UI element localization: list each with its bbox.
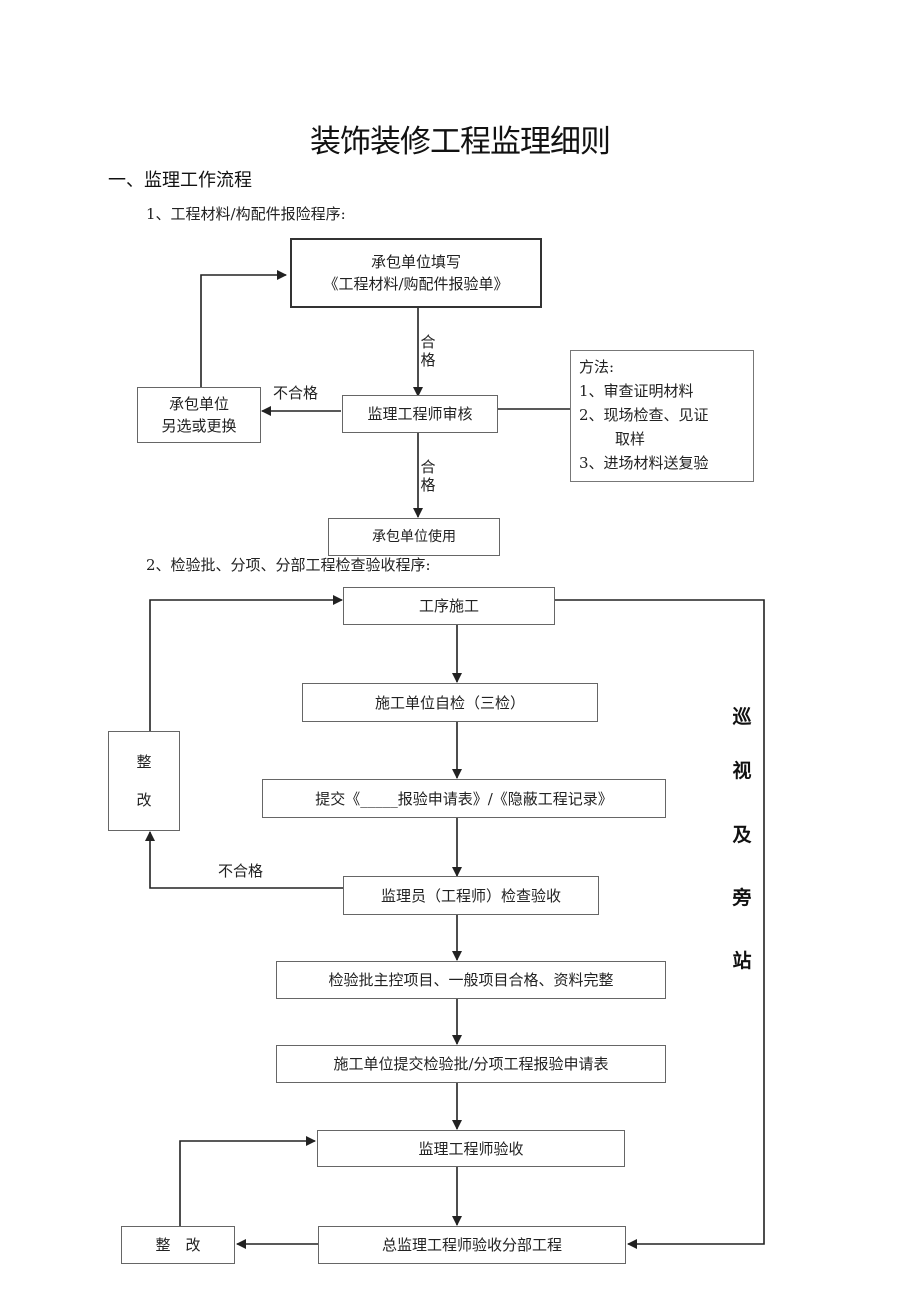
box-contractor-use: 承包单位使用 [328,518,500,556]
box-contractor-use-label: 承包单位使用 [372,529,456,545]
box-fill-form: 承包单位填写 《工程材料/购配件报验单》 [290,238,542,308]
side-text-char: 站 [732,950,752,972]
arrow-rectify-to-engineer [179,1136,316,1226]
method-item: 3、进场材料送复验 [579,454,709,472]
side-text-char: 巡 [732,706,752,728]
box-engineer-review: 监理工程师审核 [342,395,498,433]
section-heading: 一、监理工作流程 [108,170,252,191]
box-process-label: 工序施工 [418,597,479,615]
box-fill-form-line1: 承包单位填写 [370,253,461,271]
side-text-char: 及 [732,824,752,846]
arrow-rectify-to-process [149,595,343,731]
flow1-heading: 1、工程材料/构配件报险程序: [146,205,346,223]
box-rectify-lower: 整 改 [121,1226,235,1264]
box-engineer-accept: 监理工程师验收 [317,1130,625,1167]
method-item: 2、现场检查、见证 [579,406,709,424]
box-replace-line2: 另选或更换 [161,417,237,435]
box-chief-accept-label: 总监理工程师验收分部工程 [381,1236,562,1254]
box-rectify-upper-char1: 整 [136,753,152,771]
pass-label-1: 合格 [420,333,436,369]
page-title: 装饰装修工程监理细则 [310,124,611,160]
box-items-qualified-label: 检验批主控项目、一般项目合格、资料完整 [328,971,614,989]
box-submit-forms-label: 提交《_____报验申请表》/《隐蔽工程记录》 [315,789,613,808]
fail-label-2: 不合格 [218,862,264,880]
box-rectify-upper-char2: 改 [136,791,152,809]
side-text-char: 视 [732,760,752,782]
box-engineer-review-label: 监理工程师审核 [367,405,473,423]
method-item: 1、审查证明材料 [579,382,694,400]
arrow-inspect-to-rectify [145,831,344,889]
box-inspect: 监理员（工程师）检查验收 [343,876,599,915]
box-self-check: 施工单位自检（三检） [302,683,598,722]
flow2-heading: 2、检验批、分项、分部工程检查验收程序: [146,556,431,574]
fail-label-1: 不合格 [273,384,319,402]
box-inspect-label: 监理员（工程师）检查验收 [380,886,561,905]
box-self-check-label: 施工单位自检（三检） [374,693,525,712]
arrow-replace-to-fill [200,270,287,388]
box-fill-form-line2: 《工程材料/购配件报验单》 [323,275,509,293]
box-submit-forms: 提交《_____报验申请表》/《隐蔽工程记录》 [262,779,666,818]
box-rectify-upper: 整 改 [108,731,180,831]
box-chief-accept: 总监理工程师验收分部工程 [318,1226,626,1264]
method-item: 取样 [615,430,646,448]
box-replace-line1: 承包单位 [168,395,229,413]
box-rectify-lower-label: 整 改 [155,1236,201,1254]
side-text-char: 旁 [732,887,752,909]
box-items-qualified: 检验批主控项目、一般项目合格、资料完整 [276,961,666,999]
box-replace: 承包单位 另选或更换 [137,387,261,443]
box-submit-report-label: 施工单位提交检验批/分项工程报验申请表 [333,1055,609,1073]
box-engineer-accept-label: 监理工程师验收 [418,1139,524,1158]
box-submit-report: 施工单位提交检验批/分项工程报验申请表 [276,1045,666,1083]
methods-title: 方法: [579,358,615,376]
methods-box: 方法: 1、审查证明材料 2、现场检查、见证 取样 3、进场材料送复验 [570,350,754,482]
box-process: 工序施工 [343,587,555,625]
arrow-patrol-to-chief [555,599,765,1249]
pass-label-2: 合格 [420,458,436,494]
